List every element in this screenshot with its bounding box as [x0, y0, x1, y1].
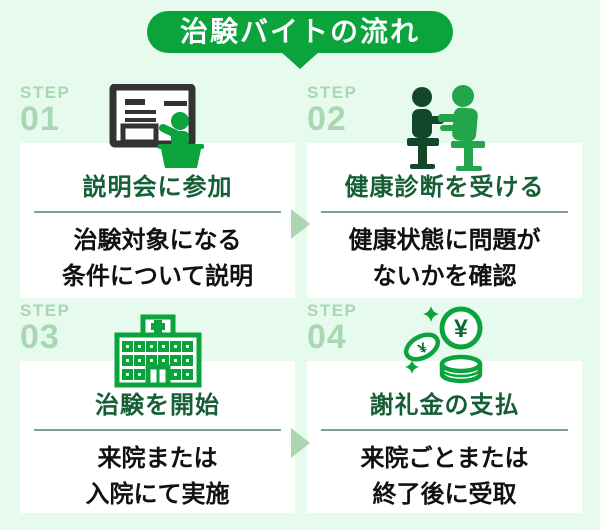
- step-2-section: STEP 02 健康診断を受ける 健康状態に問題が な: [307, 82, 582, 298]
- description-line: ないかを確認: [372, 263, 517, 290]
- divider: [34, 211, 281, 213]
- step-number: 02: [307, 100, 347, 138]
- step-3-label: STEP 03: [20, 302, 70, 354]
- description-line: 健康状態に問題が: [348, 227, 541, 254]
- divider: [34, 429, 281, 431]
- description-line: 来院ごとまたは: [360, 445, 529, 472]
- step-number: 03: [20, 318, 60, 356]
- step-2-card: 健康診断を受ける 健康状態に問題が ないかを確認: [307, 143, 582, 298]
- step-2-heading: 健康診断を受ける: [344, 174, 545, 201]
- step-2-description: 健康状態に問題が ないかを確認: [307, 223, 582, 295]
- hospital-icon: [108, 314, 208, 388]
- description-line: 来院または: [97, 445, 218, 472]
- step-word: STEP: [307, 83, 358, 102]
- flow-arrow-icon: [291, 428, 310, 458]
- step-word: STEP: [307, 301, 358, 320]
- step-3-section: STEP 03 治験を開始 来院または: [20, 300, 295, 513]
- step-3-heading: 治験を開始: [95, 392, 220, 419]
- page-title: 治験バイトの流れ: [146, 11, 454, 53]
- medical-exam-icon: [395, 84, 495, 172]
- step-2-label: STEP 02: [307, 84, 357, 136]
- step-4-section: STEP 04 ¥ ¥ 謝礼金の支払 来院ごとまたは 終了後に受取: [307, 300, 582, 513]
- flow-arrow-icon: [291, 209, 310, 239]
- step-number: 04: [307, 318, 347, 356]
- step-1-section: STEP 01 説明会に参加 治験対象になる 条件について説明: [20, 82, 295, 298]
- step-4-card: 謝礼金の支払 来院ごとまたは 終了後に受取: [307, 361, 582, 513]
- step-word: STEP: [20, 301, 71, 320]
- step-1-heading: 説明会に参加: [82, 174, 233, 201]
- step-1-description: 治験対象になる 条件について説明: [20, 223, 295, 295]
- description-line: 終了後に受取: [372, 481, 517, 508]
- description-line: 治験対象になる: [73, 227, 242, 254]
- step-number: 01: [20, 100, 60, 138]
- description-line: 入院にて実施: [85, 481, 230, 508]
- divider: [321, 211, 568, 213]
- step-3-description: 来院または 入院にて実施: [20, 441, 295, 513]
- step-word: STEP: [20, 83, 71, 102]
- step-4-label: STEP 04: [307, 302, 357, 354]
- banner-pointer: [280, 51, 320, 69]
- divider: [321, 429, 568, 431]
- step-4-heading: 謝礼金の支払: [369, 392, 520, 419]
- title-banner: 治験バイトの流れ: [0, 0, 600, 72]
- step-4-description: 来院ごとまたは 終了後に受取: [307, 441, 582, 513]
- step-1-card: 説明会に参加 治験対象になる 条件について説明: [20, 143, 295, 298]
- presentation-icon: [108, 84, 208, 170]
- step-1-label: STEP 01: [20, 84, 70, 136]
- yen-symbol: ¥: [454, 315, 468, 343]
- reward-money-icon: ¥ ¥: [395, 304, 495, 386]
- description-line: 条件について説明: [61, 263, 254, 290]
